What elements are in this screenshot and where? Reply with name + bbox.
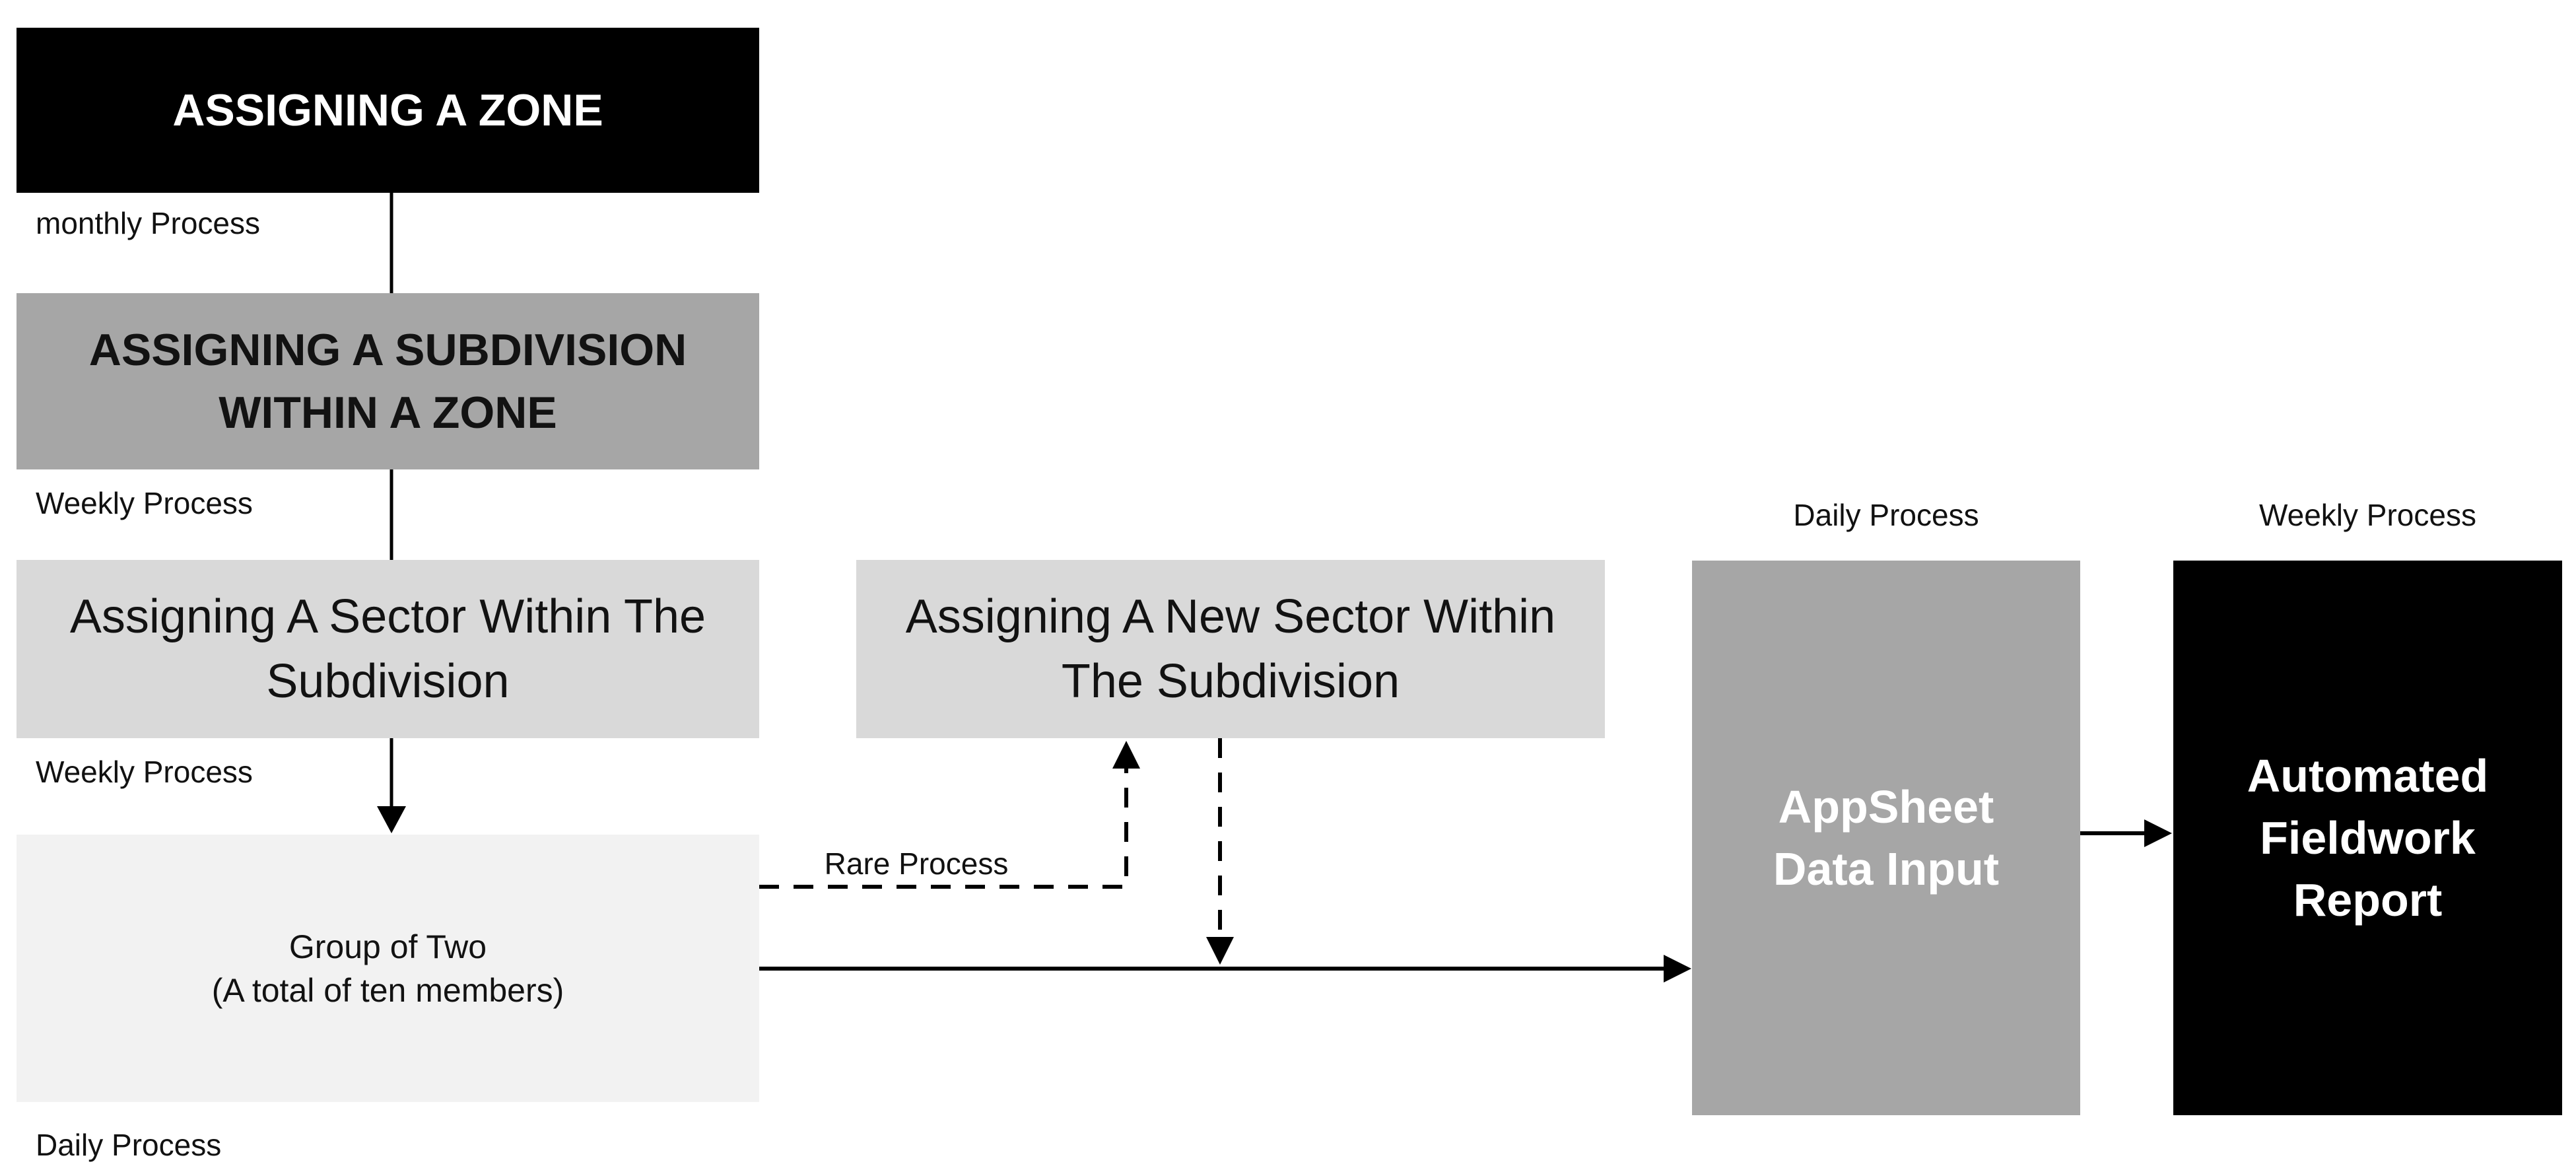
node-assigning-subdivision-line1: ASSIGNING A SUBDIVISION	[88, 324, 687, 375]
arrowhead-group-to-appsheet	[1664, 955, 1691, 982]
process-label-rare: Rare Process	[824, 846, 1009, 881]
node-appsheet-line1: AppSheet	[1778, 781, 1994, 833]
process-label-monthly: monthly Process	[36, 206, 261, 240]
arrowhead-group-to-newsector	[1112, 741, 1140, 769]
node-assigning-subdivision-label: ASSIGNING A SUBDIVISION WITHIN A ZONE	[89, 319, 687, 444]
node-group-of-two-line2: (A total of ten members)	[211, 971, 564, 1009]
node-report-line1: Automated	[2247, 750, 2489, 802]
node-group-of-two: Group of Two (A total of ten members)	[17, 835, 759, 1102]
node-assigning-zone-label: ASSIGNING A ZONE	[172, 85, 603, 135]
node-report-line3: Report	[2293, 874, 2443, 926]
node-appsheet-data-input: AppSheet Data Input	[1692, 561, 2080, 1115]
node-group-of-two-line1: Group of Two	[288, 928, 487, 965]
node-appsheet-data-input-label: AppSheet Data Input	[1773, 776, 1999, 900]
node-assigning-sector: Assigning A Sector Within The Subdivisio…	[17, 560, 759, 738]
arrowhead-appsheet-to-report	[2144, 819, 2172, 847]
arrowhead-sector-to-group	[377, 806, 406, 833]
process-label-daily-group: Daily Process	[36, 1128, 222, 1162]
process-label-weekly-report: Weekly Process	[2259, 498, 2476, 532]
node-group-of-two-label: Group of Two (A total of ten members)	[212, 925, 564, 1012]
arrowhead-newsector-to-flow	[1206, 937, 1234, 965]
process-label-weekly-sector: Weekly Process	[36, 755, 253, 789]
node-assigning-sector-line2: Subdivision	[266, 655, 510, 708]
node-assigning-new-sector-label: Assigning A New Sector Within The Subdiv…	[906, 584, 1555, 714]
node-assigning-new-sector-line2: The Subdivision	[1061, 655, 1400, 708]
node-assigning-subdivision: ASSIGNING A SUBDIVISION WITHIN A ZONE	[17, 293, 759, 469]
node-assigning-subdivision-line2: WITHIN A ZONE	[219, 387, 557, 438]
process-label-weekly-subdivision: Weekly Process	[36, 486, 253, 520]
node-assigning-new-sector-line1: Assigning A New Sector Within	[905, 590, 1556, 643]
node-report-line2: Fieldwork	[2260, 812, 2476, 864]
node-assigning-zone: ASSIGNING A ZONE	[17, 28, 759, 193]
node-assigning-new-sector: Assigning A New Sector Within The Subdiv…	[856, 560, 1605, 738]
node-automated-fieldwork-report: Automated Fieldwork Report	[2173, 561, 2562, 1115]
node-automated-fieldwork-report-label: Automated Fieldwork Report	[2247, 745, 2489, 931]
node-appsheet-line2: Data Input	[1773, 843, 2000, 895]
node-assigning-sector-label: Assigning A Sector Within The Subdivisio…	[70, 584, 706, 714]
process-label-daily-appsheet: Daily Process	[1793, 498, 1979, 532]
node-assigning-sector-line1: Assigning A Sector Within The	[69, 590, 706, 643]
